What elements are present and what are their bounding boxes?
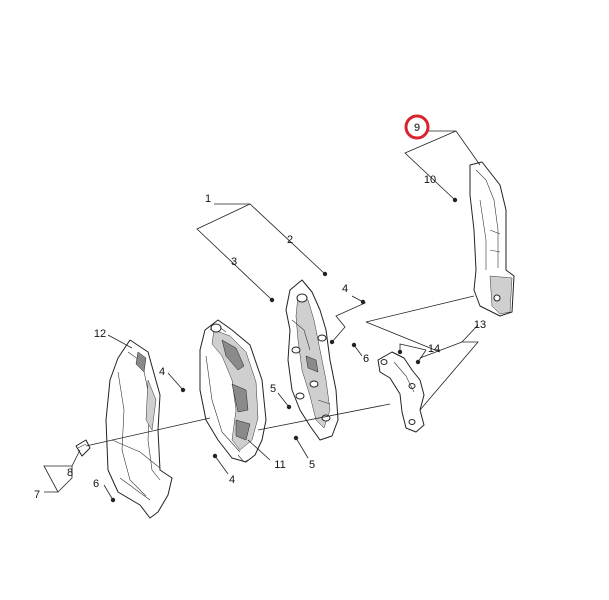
bolt-dot: [452, 197, 458, 203]
callout-8: 8: [67, 467, 73, 479]
part-11-housing: [199, 319, 267, 463]
bolt-dot: [293, 435, 299, 441]
highlight-ring: [404, 114, 430, 140]
bolt-dot: [322, 271, 328, 277]
bolt-dot: [351, 342, 357, 348]
leader-lines: [43, 130, 481, 501]
part-1-center-bracket: [285, 279, 339, 441]
callout-2: 2: [287, 234, 293, 246]
bolt-dot: [269, 297, 275, 303]
callout-6-left: 6: [93, 478, 99, 490]
callout-13: 13: [474, 319, 486, 331]
callout-5-lower: 5: [309, 459, 315, 471]
callout-1: 1: [205, 193, 211, 205]
callout-4-left: 4: [159, 366, 165, 378]
bolt-dot: [397, 349, 403, 355]
callout-6-right: 6: [363, 353, 369, 365]
bolt-dot: [180, 387, 186, 393]
fastener-dots: [110, 197, 458, 503]
bolt-dot: [329, 339, 335, 345]
callout-labels: 1 2 3 4 6 4 5 5 4 11 12 6 7 8 10 13 14: [34, 174, 486, 501]
callout-5-upper: 5: [270, 383, 276, 395]
highlighted-callout-9[interactable]: 9: [404, 114, 430, 140]
callout-4-top: 4: [342, 283, 348, 295]
callout-4-bottom: 4: [229, 474, 235, 486]
bolt-dot: [286, 404, 292, 410]
callout-9: 9: [414, 122, 420, 134]
bolt-dot: [360, 299, 366, 305]
callout-14: 14: [428, 343, 440, 355]
bolt-dot: [212, 453, 218, 459]
part-8-clip: [75, 439, 91, 457]
callout-12: 12: [94, 328, 106, 340]
part-12-side-panel: [105, 339, 173, 519]
callout-7: 7: [34, 489, 40, 501]
bolt-dot: [110, 497, 116, 503]
callout-10: 10: [424, 174, 436, 186]
part-14-bracket: [377, 351, 425, 433]
part-9-trim-panel: [469, 161, 515, 317]
bolt-dot: [415, 359, 421, 365]
callout-11: 11: [274, 459, 285, 471]
callout-3: 3: [231, 256, 237, 268]
